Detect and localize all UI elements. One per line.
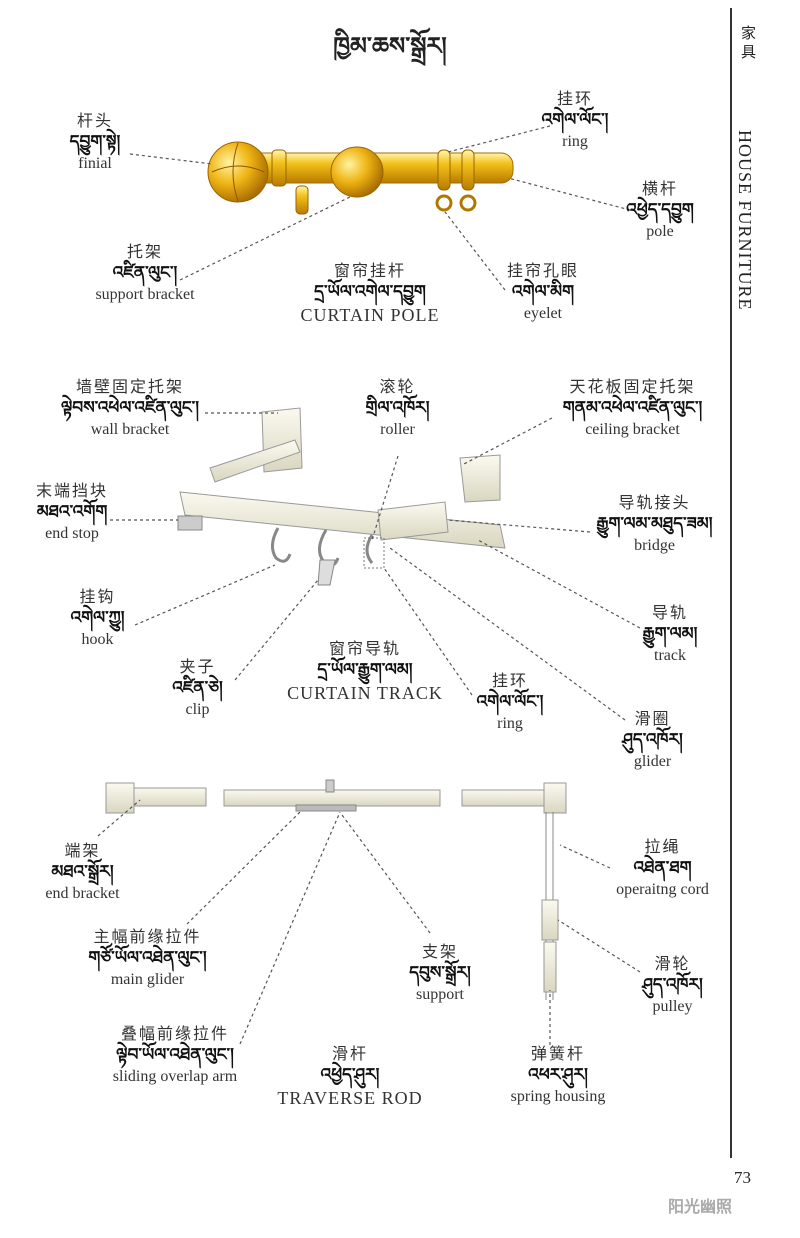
label-glider: 滑圈 ཤུད་འཁོར། glider xyxy=(622,709,683,770)
label-sliding-overlap-arm: 叠幅前缘拉件 ལྟེབ་ཡོལ་འཐེན་ལུང་། sliding overl… xyxy=(112,1024,238,1085)
label-ceiling-bracket: 天花板固定托架 གནམ་འཕེལ་འཛིན་ལུང་། ceiling brac… xyxy=(562,377,703,438)
watermark: 阳光幽照 xyxy=(668,1197,733,1216)
label-ring-track: 挂环 འགེལ་ལོང་། ring xyxy=(476,671,544,732)
label-end-stop: 末端挡块 མཐའ་འགོག end stop xyxy=(35,481,108,542)
label-end-bracket: 端架 མཐའ་སྒྲོར། end bracket xyxy=(45,841,120,902)
label-eyelet: 挂帘孔眼 འགེལ་མིག eyelet xyxy=(506,261,579,322)
leader-lines xyxy=(97,125,641,1045)
side-category-cn: 家具 xyxy=(739,25,757,63)
caption-curtain-pole: 窗帘挂杆 དྲ་ཡོལ་འགེལ་དབྱུག CURTAIN POLE xyxy=(300,261,440,325)
page-title: ཁྱིམ་ཆས་སྒྲོར། xyxy=(333,31,447,60)
label-support-bracket: 托架 འཛིན་ལུང་། support bracket xyxy=(95,242,195,303)
curtain-track-illustration xyxy=(177,407,506,586)
label-pole: 横杆 འཕྱེད་དབྱུག pole xyxy=(626,179,694,240)
label-hook: 挂钩 འགེལ་ཀྱུ། hook xyxy=(70,587,125,648)
label-support: 支架 དབུས་སྒྲོར། support xyxy=(409,942,471,1003)
label-pulley: 滑轮 ཤུད་འཁོར། pulley xyxy=(642,954,703,1015)
side-rule xyxy=(730,8,732,1158)
label-ring-pole: 挂环 འགེལ་ལོང་། ring xyxy=(541,89,609,150)
curtain-pole-illustration xyxy=(207,141,514,215)
label-finial: 杆头 དབྱུག་སྟེ། finial xyxy=(69,111,121,172)
page-number: 73 xyxy=(734,1168,751,1187)
label-operating-cord: 拉绳 འཐེན་ཐག operaitng cord xyxy=(616,837,709,898)
side-category-en: HOUSE FURNITURE xyxy=(735,130,755,311)
label-bridge: 导轨接头 རྒྱུག་ལམ་མཐུད་ཟམ། bridge xyxy=(596,493,713,554)
caption-traverse-rod: 滑杆 འཕྱེད་ཤུར། TRAVERSE ROD xyxy=(277,1044,423,1108)
traverse-rod-illustration xyxy=(105,779,567,1000)
label-roller: 滚轮 གྲིལ་འཁོར། roller xyxy=(365,377,430,438)
label-clip: 夹子 འཛིན་ཅེ། clip xyxy=(172,657,223,718)
caption-curtain-track: 窗帘导轨 དྲ་ཡོལ་རྒྱུག་ལམ། CURTAIN TRACK xyxy=(287,639,443,703)
label-spring-housing: 弹簧杆 འཕར་ཤུར། spring housing xyxy=(510,1044,606,1105)
label-track: 导轨 རྒྱུག་ལམ། track xyxy=(642,603,698,664)
label-wall-bracket: 墙壁固定托架 ལྟེབས་འཕེལ་འཛིན་ལུང་། wall bracke… xyxy=(60,377,200,438)
label-main-glider: 主幅前缘拉件 གཙོ་ཡོལ་འཐེན་ལུང་། main glider xyxy=(88,927,207,988)
